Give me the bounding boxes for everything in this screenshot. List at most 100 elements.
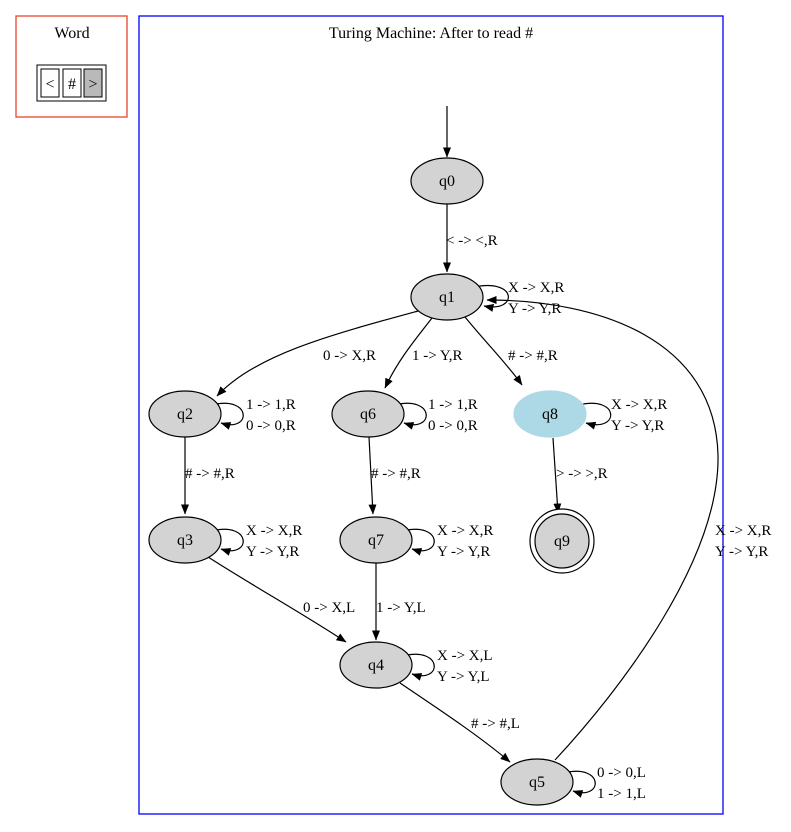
- state-label: q1: [439, 289, 455, 306]
- state-label: q2: [177, 406, 193, 423]
- state-q1: q1: [410, 273, 484, 321]
- word-panel-border: [15, 15, 128, 118]
- transition-label: Y -> Y,R: [508, 301, 561, 317]
- transition-label: 0 -> X,R: [323, 348, 376, 364]
- transition-q1-q6: [384, 317, 433, 389]
- transition-label: X -> X,R: [246, 523, 302, 539]
- transition-arrow: [211, 402, 244, 430]
- transition-label: Y -> Y,R: [437, 544, 490, 560]
- state-label: q7: [368, 532, 384, 549]
- state-node: [339, 516, 413, 564]
- transition-q5-q5: [563, 770, 596, 798]
- transition-arrow: [399, 682, 511, 763]
- active-state-node: [513, 390, 587, 438]
- transition-arrow: [384, 317, 433, 389]
- transition-q1-q1: [473, 284, 509, 312]
- state-label: q4: [368, 657, 384, 674]
- transition-label: # -> #,L: [471, 716, 520, 732]
- state-label: q9: [554, 533, 570, 550]
- transition-q1-q8: [464, 316, 523, 386]
- transition-q7-q7: [402, 528, 435, 556]
- state-node: [410, 157, 484, 205]
- state-node: [410, 273, 484, 321]
- transition-arrow: [578, 402, 612, 430]
- transition-label: X -> X,L: [437, 648, 493, 664]
- state-label: q0: [439, 173, 455, 190]
- state-node: [148, 516, 222, 564]
- state-nodes: q0 q1 q2 q6 q8 q9 q3 q7 q4 q5: [148, 157, 595, 806]
- transition-q6-q6: [394, 402, 427, 430]
- transition-q2-q2: [211, 402, 244, 430]
- transition-label: 1 -> Y,R: [412, 348, 463, 364]
- transition-label: 0 -> 0,R: [246, 418, 296, 434]
- transition-label: Y -> Y,R: [246, 544, 299, 560]
- transition-label: # -> #,R: [371, 466, 421, 482]
- machine-title: Turing Machine: After to read #: [329, 25, 533, 42]
- word-panel: Word < #>: [15, 15, 128, 118]
- transition-label: < -> <,R: [446, 233, 498, 249]
- state-q7: q7: [339, 516, 413, 564]
- transition-arrow: [211, 528, 244, 556]
- state-q0: q0: [410, 157, 484, 205]
- transition-label: Y -> Y,L: [437, 669, 490, 685]
- transition-arrow: [473, 284, 509, 312]
- tape-cell: #: [62, 68, 82, 98]
- state-node: [148, 390, 222, 438]
- transition-arrow: [563, 770, 596, 798]
- state-q4: q4: [339, 641, 413, 689]
- machine-panel-border: [138, 15, 724, 815]
- transition-labels: < -> <,R X -> X,R Y -> Y,R 0 -> X,R 1 -> Y,R…: [185, 233, 771, 802]
- state-label: q5: [529, 774, 545, 791]
- state-q9: q9: [529, 508, 595, 574]
- transition-label: > -> >,R: [556, 466, 608, 482]
- transition-label: X -> X,R: [437, 523, 493, 539]
- transition-label: 1 -> 1,R: [428, 397, 478, 413]
- state-node: [331, 390, 405, 438]
- transition-label: X -> X,R: [715, 523, 771, 539]
- transition-q3-q3: [211, 528, 244, 556]
- tape-cells: < #>: [40, 68, 103, 98]
- transition-arrow: [464, 316, 523, 386]
- transition-label: Y -> Y,R: [715, 544, 768, 560]
- transition-q1-q2: [216, 310, 419, 397]
- state-q6: q6: [331, 390, 405, 438]
- transition-q8-q8: [578, 402, 612, 430]
- transition-label: X -> X,R: [611, 397, 667, 413]
- transition-edges: [181, 106, 719, 798]
- transition-arrow: [207, 556, 347, 643]
- transition-label: 0 -> X,L: [303, 600, 355, 616]
- transition-q4-q4: [402, 653, 435, 681]
- state-label: q3: [177, 532, 193, 549]
- state-label: q6: [360, 406, 376, 423]
- transition-arrow: [394, 402, 427, 430]
- state-q2: q2: [148, 390, 222, 438]
- state-node: [534, 513, 590, 569]
- state-node: [500, 758, 574, 806]
- transition-label: 1 -> 1,L: [597, 786, 646, 802]
- transition-label: 0 -> 0,R: [428, 418, 478, 434]
- transition-q8-q9: [552, 437, 562, 514]
- tape-cell-box: [83, 68, 103, 98]
- tape-cell: >: [83, 68, 103, 98]
- state-q5: q5: [500, 758, 574, 806]
- transition-q3-q4: [207, 556, 347, 643]
- tape-cell: <: [40, 68, 60, 98]
- word-panel-title: Word: [54, 25, 89, 42]
- transition-arrow: [486, 296, 719, 761]
- transition-label: 0 -> 0,L: [597, 765, 646, 781]
- transition-label: Y -> Y,R: [611, 418, 664, 434]
- transition-label: 1 -> Y,L: [376, 600, 426, 616]
- transition-label: # -> #,R: [185, 466, 235, 482]
- transition-q6-q7: [368, 436, 377, 515]
- transition-label: X -> X,R: [508, 280, 564, 296]
- transition-arrow: [552, 437, 562, 514]
- state-label: q8: [542, 406, 558, 423]
- transition-arrow: [216, 310, 419, 397]
- tape-cell-box: [40, 68, 60, 98]
- state-q3: q3: [148, 516, 222, 564]
- transition-label: # -> #,R: [508, 348, 558, 364]
- tape-cell-symbol: <: [45, 76, 54, 93]
- transition-q5-q1: [486, 296, 719, 761]
- transition-arrow: [402, 653, 435, 681]
